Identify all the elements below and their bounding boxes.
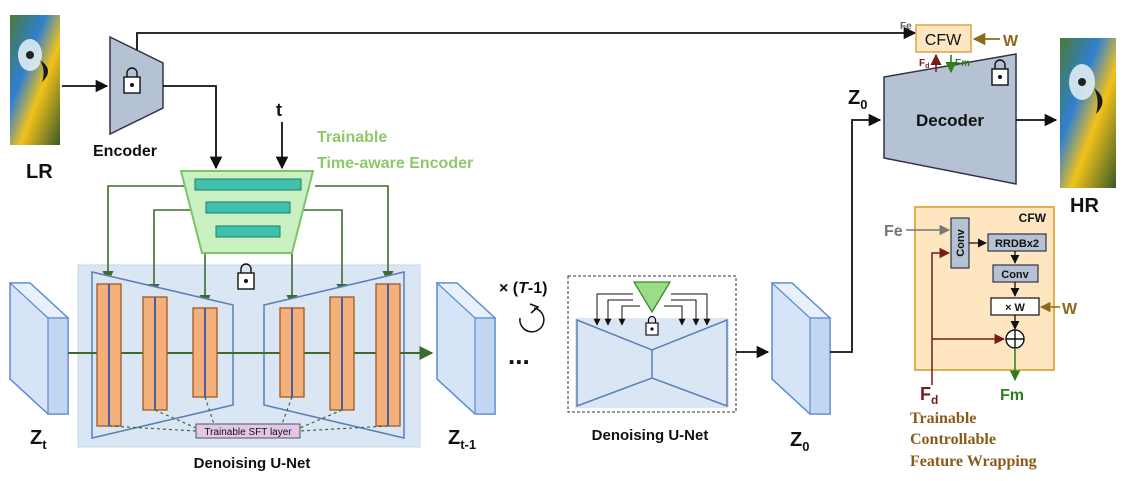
latent-z0 — [770, 282, 832, 415]
cfw-panel — [914, 206, 1055, 371]
fe-skip-arrow — [136, 26, 917, 50]
cfw-fd-label: Fd — [920, 384, 938, 407]
hr-image — [1060, 38, 1116, 188]
sft-layer-box — [195, 423, 301, 439]
encoder-label: Encoder — [93, 143, 157, 160]
feature-block-dec-3 — [375, 283, 401, 427]
encoder-block — [109, 35, 164, 136]
small-unet-caption: Denoising U-Net — [592, 427, 709, 444]
hr-label: HR — [1070, 195, 1099, 217]
sum-icon — [1005, 329, 1025, 349]
cfw-fe-label: Fe — [884, 223, 903, 240]
time-aware-encoder — [179, 170, 315, 254]
time-label: t — [276, 100, 282, 120]
cfw-caption-line2: Controllable — [910, 431, 996, 448]
cfw-conv-label: Conv — [1001, 269, 1029, 281]
lr-image — [10, 15, 60, 145]
cfw-fd-to-conv — [931, 247, 951, 385]
cfw-panel-title: CFW — [1019, 211, 1047, 225]
latent-zt-minus-1 — [435, 282, 497, 415]
feature-block-enc-2 — [142, 296, 168, 411]
cfw-w-label: W — [1062, 301, 1078, 318]
cfw-top-w: W — [1003, 33, 1019, 50]
unet-feature-blocks — [96, 283, 401, 427]
small-unet-lock-icon — [645, 315, 659, 336]
zt-label: Zt — [30, 427, 47, 452]
z0-to-decoder-arrow — [830, 113, 882, 353]
cfw-top-fm: Fm — [955, 58, 970, 69]
cfw-top-label: CFW — [925, 32, 962, 49]
cfw-caption-line1: Trainable — [910, 410, 976, 427]
cfw-conv-vertical-label: Conv — [955, 228, 967, 256]
tae-bar-3 — [215, 225, 281, 238]
cfw-top-fd: Fd — [919, 58, 929, 70]
loop-icon — [519, 303, 545, 333]
cfw-caption-line3: Feature Wrapping — [910, 453, 1037, 470]
z0-label: Z0 — [790, 429, 809, 454]
feature-block-dec-2 — [329, 296, 355, 411]
cfw-rrdb-label: RRDBx2 — [995, 238, 1039, 250]
cfw-top-fe: Fe — [900, 21, 912, 32]
cfw-top-box — [915, 24, 972, 53]
unet-lock-icon — [237, 263, 255, 290]
encoder-to-tae-arrow — [163, 85, 223, 170]
z0-top-label: Z0 — [848, 87, 867, 112]
lr-label: LR — [26, 161, 53, 183]
unet-caption: Denoising U-Net — [194, 455, 311, 472]
tae-bar-1 — [194, 178, 302, 191]
loop-label: × (T-1) — [499, 280, 547, 297]
feature-block-enc-3 — [192, 307, 218, 398]
cfw-fm-label: Fm — [1000, 387, 1024, 404]
decoder-block — [883, 53, 1017, 185]
small-tae-triangle — [632, 281, 672, 314]
decoder-lock-icon — [991, 59, 1009, 86]
feature-block-enc-1 — [96, 283, 122, 427]
zt1-label: Zt-1 — [448, 427, 476, 452]
cfw-scale-label: × W — [1005, 302, 1025, 314]
tae-label-line1: Trainable — [317, 129, 387, 146]
sft-layer-label: Trainable SFT layer — [204, 427, 292, 438]
decoder-label: Decoder — [916, 111, 984, 130]
tae-label-line2: Time-aware Encoder — [317, 155, 473, 172]
latent-zt — [8, 282, 70, 415]
encoder-lock-icon — [123, 67, 141, 94]
cfw-rrdb-box — [987, 233, 1047, 252]
ellipsis: ... — [508, 340, 530, 370]
feature-block-dec-1 — [279, 307, 305, 398]
sft-dashed-lines — [108, 396, 389, 432]
small-unet-routing — [593, 293, 711, 326]
tae-bar-2 — [205, 201, 291, 214]
